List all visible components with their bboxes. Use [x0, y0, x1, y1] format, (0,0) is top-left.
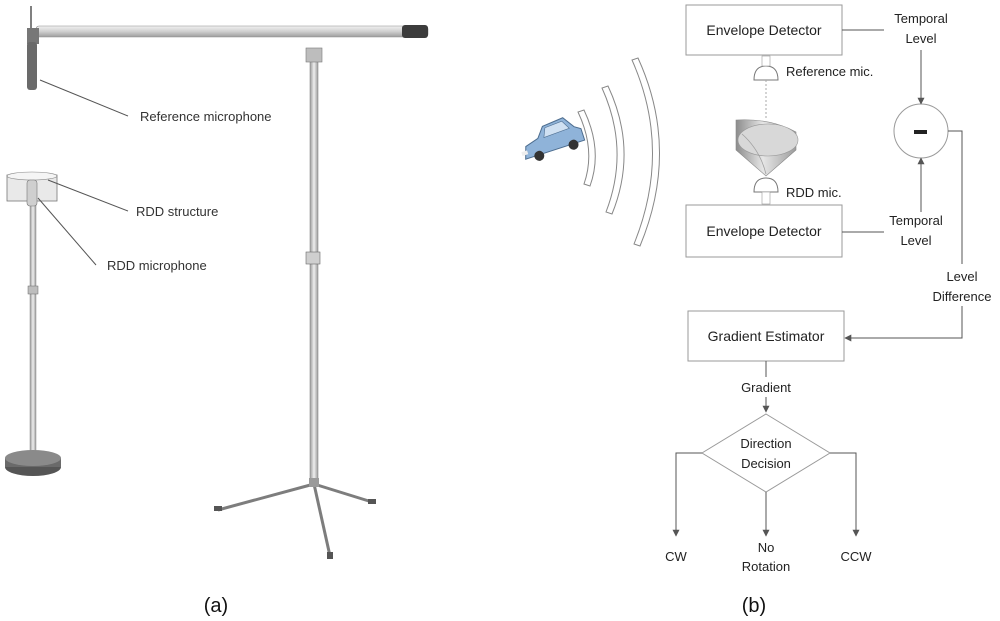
envelope-detector-top: Envelope Detector [685, 4, 843, 56]
callout-leader-reference-microphone [39, 79, 129, 117]
sound-wave-icon [577, 57, 660, 247]
envelope-detector-bottom-label: Envelope Detector [706, 223, 822, 239]
gradient-label: Gradient [741, 380, 791, 395]
direction-decision-line1: Direction [740, 436, 791, 451]
subtractor-node [893, 103, 949, 159]
panel-a-label: (a) [204, 595, 228, 617]
temporal-level-top-line1: Temporal [894, 11, 948, 26]
output-ccw: CCW [840, 549, 872, 564]
connector-cw [672, 452, 702, 537]
callout-leader-rdd-microphone [37, 197, 97, 266]
rdd-stand [5, 199, 61, 476]
rdd-mic-label: RDD mic. [786, 185, 842, 200]
output-no-rotation-line1: No [758, 540, 775, 555]
car-icon [521, 117, 586, 161]
callout-rdd-structure: RDD structure [136, 204, 218, 219]
direction-decision-line2: Decision [741, 456, 791, 471]
temporal-level-bottom-line2: Level [900, 233, 931, 248]
reference-mic-label: Reference mic. [786, 64, 873, 79]
callout-rdd-microphone: RDD microphone [107, 258, 207, 273]
envelope-detector-top-label: Envelope Detector [706, 22, 822, 38]
panel-a-illustration: Reference microphone RDD structure RDD m… [5, 6, 429, 559]
direction-decision: Direction Decision [701, 413, 831, 493]
rdd-dish-icon [735, 119, 799, 177]
level-difference-line1: Level [946, 269, 977, 284]
callout-leader-rdd-structure [47, 179, 129, 212]
output-no-rotation-line2: Rotation [742, 559, 790, 574]
connector-level-difference [844, 130, 963, 342]
callout-reference-microphone: Reference microphone [140, 109, 272, 124]
gradient-estimator-label: Gradient Estimator [708, 328, 825, 344]
gradient-estimator: Gradient Estimator [687, 310, 845, 362]
reference-microphone [27, 6, 39, 90]
temporal-level-bottom-line1: Temporal [889, 213, 943, 228]
panel-b-diagram: Reference mic. RDD mic. Envelope Detecto… [521, 4, 998, 574]
output-cw: CW [665, 549, 687, 564]
rdd-microphone [26, 179, 38, 207]
reference-mic-stand [35, 25, 429, 559]
rdd-mic-icon [753, 177, 779, 205]
connector-ccw [830, 452, 860, 537]
temporal-level-top-line2: Level [905, 31, 936, 46]
envelope-detector-bottom: Envelope Detector [685, 204, 843, 258]
level-difference-line2: Difference [932, 289, 991, 304]
reference-mic-icon [753, 55, 779, 81]
panel-b-label: (b) [742, 595, 766, 617]
